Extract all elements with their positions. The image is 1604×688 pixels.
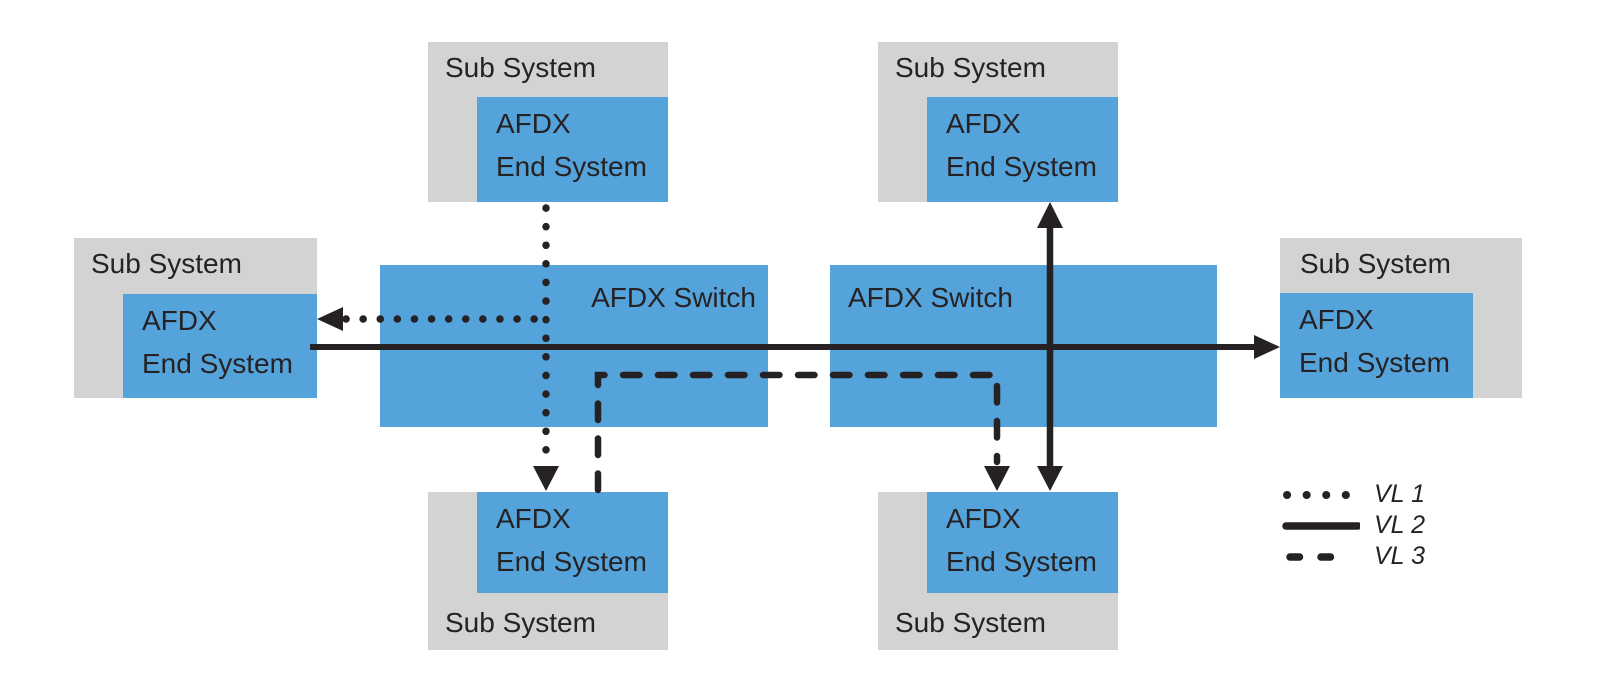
end-system-right: AFDX End System (1280, 293, 1473, 398)
subsystem-label: Sub System (445, 607, 596, 638)
afdx-switch-left: AFDX Switch (380, 265, 768, 427)
vl3-line-sample (1286, 552, 1356, 561)
vl2-line-sample (1282, 521, 1360, 530)
end-system-text: AFDX End System (927, 492, 1118, 593)
legend-label: VL 2 (1374, 511, 1425, 539)
end-system-top-left: AFDX End System (477, 97, 668, 202)
end-system-label-line1: AFDX (496, 503, 571, 534)
legend-row-vl2: VL 2 (1282, 510, 1425, 541)
afdx-switch-right: AFDX Switch (830, 265, 1217, 427)
subsystem-top-left: Sub System AFDX End System (428, 42, 668, 202)
subsystem-top-right: Sub System AFDX End System (878, 42, 1118, 202)
end-system-left: AFDX End System (123, 294, 317, 398)
switch-label: AFDX Switch (591, 282, 756, 313)
end-system-label-line1: AFDX (946, 108, 1021, 139)
end-system-label-line1: AFDX (496, 108, 571, 139)
end-system-text: AFDX End System (477, 97, 668, 202)
end-system-label-line2: End System (946, 546, 1097, 577)
end-system-bottom-right: AFDX End System (927, 492, 1118, 593)
subsystem-label: Sub System (445, 52, 596, 83)
vl2-arrow-down (1037, 466, 1063, 491)
switch-label: AFDX Switch (848, 282, 1013, 313)
subsystem-right: Sub System AFDX End System (1280, 238, 1522, 398)
legend-row-vl1: VL 1 (1282, 479, 1425, 510)
legend-label: VL 3 (1374, 542, 1425, 570)
subsystem-bottom-right: Sub System AFDX End System (878, 492, 1118, 650)
end-system-text: AFDX End System (1280, 293, 1473, 398)
subsystem-left: Sub System AFDX End System (74, 238, 317, 398)
end-system-label-line1: AFDX (1299, 304, 1374, 335)
vl2-arrow-right (1254, 335, 1280, 359)
legend-row-vl3: VL 3 (1282, 541, 1425, 572)
legend-label: VL 1 (1374, 480, 1425, 508)
vl1-arrow-left (317, 307, 343, 331)
end-system-label-line2: End System (496, 546, 647, 577)
vl3-arrow-down (984, 466, 1010, 491)
subsystem-label: Sub System (91, 248, 242, 279)
end-system-label-line2: End System (1299, 347, 1450, 378)
subsystem-label: Sub System (895, 52, 1046, 83)
end-system-text: AFDX End System (927, 97, 1118, 202)
end-system-top-right: AFDX End System (927, 97, 1118, 202)
vl1-arrow-down (533, 466, 559, 491)
subsystem-label: Sub System (1300, 248, 1451, 279)
vl2-arrow-up (1037, 202, 1063, 228)
end-system-text: AFDX End System (477, 492, 668, 593)
end-system-label-line1: AFDX (946, 503, 1021, 534)
subsystem-label: Sub System (895, 607, 1046, 638)
vl1-line-sample (1283, 490, 1352, 499)
end-system-bottom-left: AFDX End System (477, 492, 668, 593)
legend: VL 1 VL 2 VL 3 (1282, 479, 1425, 572)
end-system-label-line2: End System (946, 151, 1097, 182)
end-system-label-line2: End System (142, 348, 293, 379)
end-system-label-line1: AFDX (142, 305, 217, 336)
end-system-label-line2: End System (496, 151, 647, 182)
subsystem-bottom-left: Sub System AFDX End System (428, 492, 668, 650)
end-system-text: AFDX End System (123, 294, 317, 398)
